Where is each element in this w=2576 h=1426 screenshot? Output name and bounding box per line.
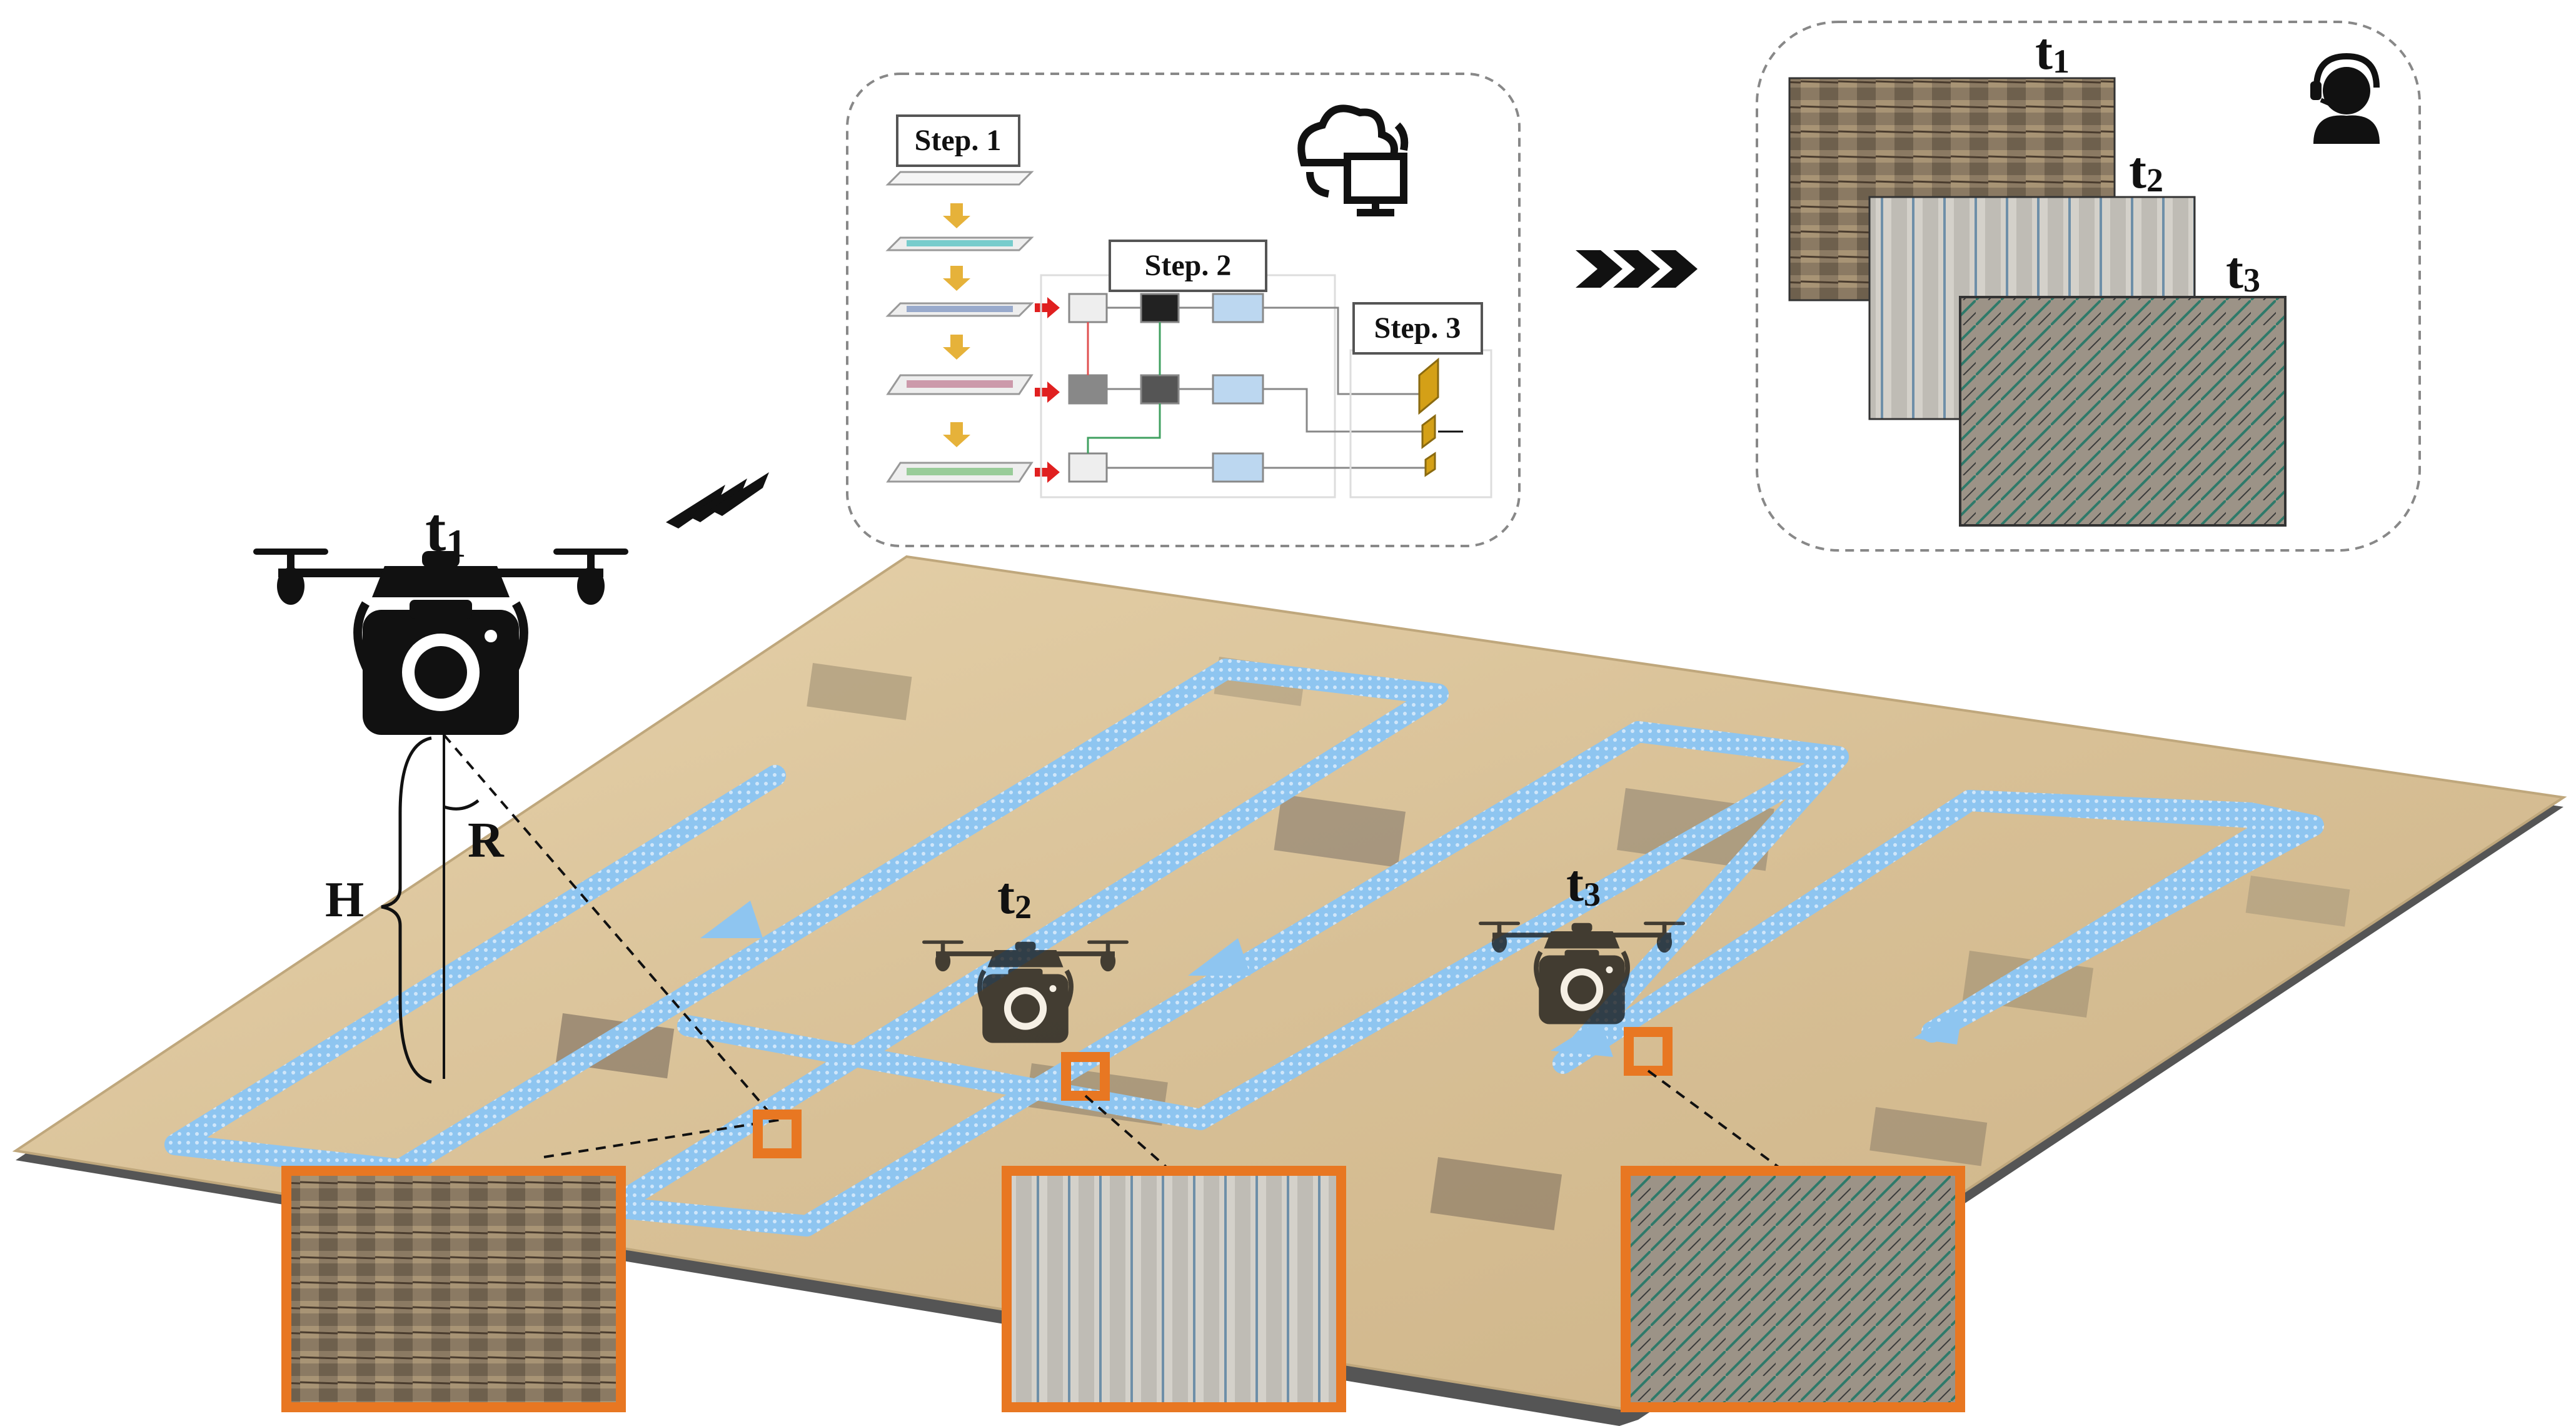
drone-mid-time-label: t2 [997, 867, 1032, 926]
radius-label: R [468, 813, 505, 868]
drone-main-time-label: t1 [425, 495, 466, 565]
height-radius-annotation [381, 734, 782, 1158]
red-arrows [1035, 297, 1060, 483]
step2-network [1068, 293, 1426, 483]
step1-label: Step. 1 [915, 124, 1002, 157]
result-t3-label: t3 [2226, 241, 2260, 300]
result-t2-label: t2 [2129, 141, 2163, 200]
operator-headset-icon [2310, 53, 2380, 144]
drone-camera-icon [253, 549, 628, 735]
height-label: H [325, 872, 364, 928]
site-photo-1 [281, 1166, 626, 1412]
chevron-arrows-icon [1576, 250, 1698, 288]
step3-heads [1418, 357, 1463, 477]
result-t1-label: t1 [2035, 23, 2070, 81]
step2-label: Step. 2 [1145, 249, 1232, 282]
chevron-arrows-icon [666, 472, 769, 528]
site-photo-2 [1002, 1166, 1346, 1412]
step1-down-arrows [943, 203, 970, 447]
path-arrowheads [700, 901, 1963, 1057]
step1-layers [885, 171, 1034, 483]
step1-box [896, 114, 1020, 167]
step2-box [1109, 240, 1267, 292]
cloud-computer-icon [1297, 104, 1409, 216]
site-photo-3 [1621, 1166, 1965, 1412]
photo-leaders [1084, 1070, 1783, 1171]
step3-box [1352, 302, 1483, 355]
drone-right-time-label: t3 [1566, 854, 1601, 913]
ground-highlight-box [753, 1110, 802, 1158]
step3-label: Step. 3 [1374, 311, 1461, 345]
result-frame-t3 [1959, 296, 2287, 527]
